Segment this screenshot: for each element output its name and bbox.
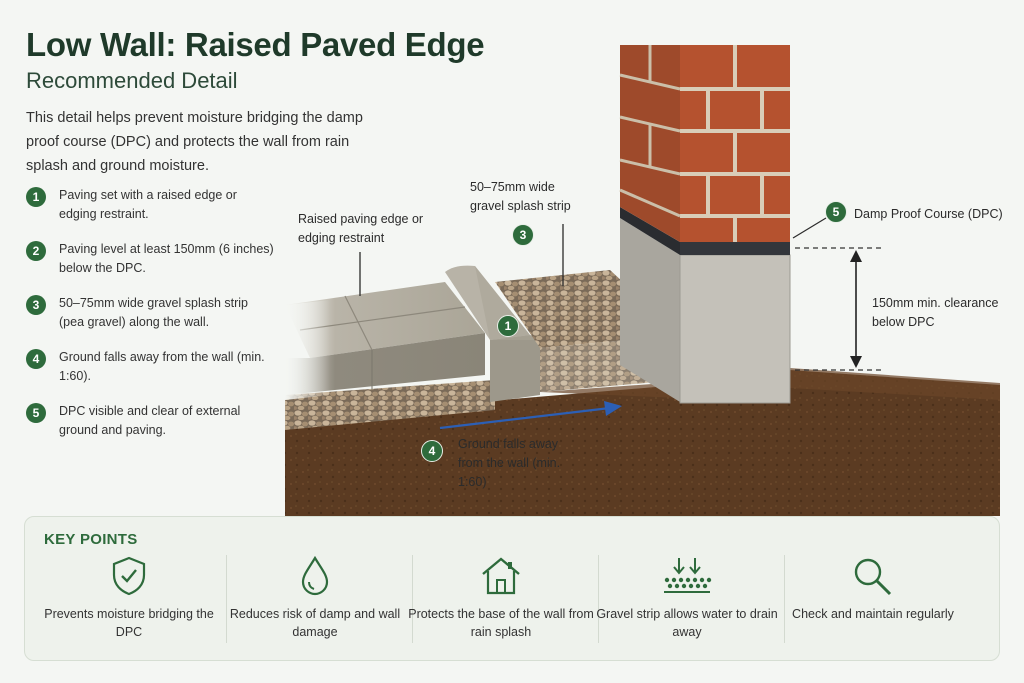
magnifier-icon — [854, 558, 892, 596]
key-point-text: Reduces risk of damp and wall damage — [229, 607, 401, 639]
raised-edge-label: Raised paving edge or edging restraint — [298, 212, 424, 245]
key-points-title: KEY POINTS — [44, 531, 138, 548]
step-text: DPC visible and clear of external ground… — [59, 404, 241, 437]
dpc-leader — [792, 217, 827, 239]
step-text: Paving level at least 150mm (6 inches) b… — [59, 242, 274, 275]
clearance-dimension — [795, 247, 885, 371]
step-number: 3 — [26, 295, 46, 315]
list-item: 1 Paving set with a raised edge or edgin… — [26, 186, 276, 224]
water-drop-icon — [301, 555, 329, 596]
step-text: 50–75mm wide gravel splash strip (pea gr… — [59, 296, 248, 329]
divider — [784, 555, 785, 643]
dpc-label: Damp Proof Course (DPC) — [854, 207, 1003, 221]
badge-5: 5 — [825, 201, 847, 223]
brick-pier — [619, 45, 790, 242]
step-text: Ground falls away from the wall (min. 1:… — [59, 350, 265, 383]
list-item: 5 DPC visible and clear of external grou… — [26, 402, 276, 440]
key-point-item: Gravel strip allows water to drain away — [594, 555, 780, 655]
key-point-item: Reduces risk of damp and wall damage — [222, 555, 408, 655]
badge-3: 3 — [512, 224, 534, 246]
key-point-text: Gravel strip allows water to drain away — [596, 607, 778, 639]
step-number: 2 — [26, 241, 46, 261]
divider — [598, 555, 599, 643]
key-point-text: Check and maintain regularly — [792, 607, 954, 621]
list-item: 4 Ground falls away from the wall (min. … — [26, 348, 276, 386]
step-number: 4 — [26, 349, 46, 369]
concrete-footing — [620, 218, 791, 404]
key-point-item: Prevents moisture bridging the DPC — [36, 555, 222, 655]
key-point-text: Protects the base of the wall from rain … — [408, 607, 594, 639]
paving-slabs — [285, 282, 485, 400]
key-point-item: Protects the base of the wall from rain … — [408, 555, 594, 655]
key-point-text: Prevents moisture bridging the DPC — [44, 607, 214, 639]
step-text: Paving set with a raised edge or edging … — [59, 188, 237, 221]
divider — [226, 555, 227, 643]
ground-fall-arrow — [439, 401, 622, 430]
divider — [412, 555, 413, 643]
house-icon — [482, 557, 520, 595]
badge-1: 1 — [497, 315, 519, 337]
list-item: 3 50–75mm wide gravel splash strip (pea … — [26, 294, 276, 332]
page-title: Low Wall: Raised Paved Edge — [26, 26, 485, 63]
shield-check-icon — [112, 556, 146, 596]
list-item: 2 Paving level at least 150mm (6 inches)… — [26, 240, 276, 278]
gravel-drain-icon — [664, 558, 712, 593]
step-number: 5 — [26, 403, 46, 423]
clearance-label: 150mm min. clearance below DPC — [872, 296, 999, 329]
key-point-item: Check and maintain regularly — [780, 555, 966, 655]
page-subtitle: Recommended Detail — [26, 68, 238, 93]
ground-falls-label: Ground falls away from the wall (min. 1:… — [458, 437, 561, 489]
steps-list: 1 Paving set with a raised edge or edgin… — [26, 186, 276, 456]
step-number: 1 — [26, 187, 46, 207]
gravel-strip-label: 50–75mm wide gravel splash strip — [470, 180, 571, 213]
intro-text: This detail helps prevent moisture bridg… — [26, 110, 363, 174]
gravel-bed — [285, 380, 495, 430]
dpc-layer — [620, 207, 790, 255]
key-points-panel: KEY POINTS Prevents moisture bridging th… — [24, 516, 1000, 661]
badge-4: 4 — [421, 440, 443, 462]
